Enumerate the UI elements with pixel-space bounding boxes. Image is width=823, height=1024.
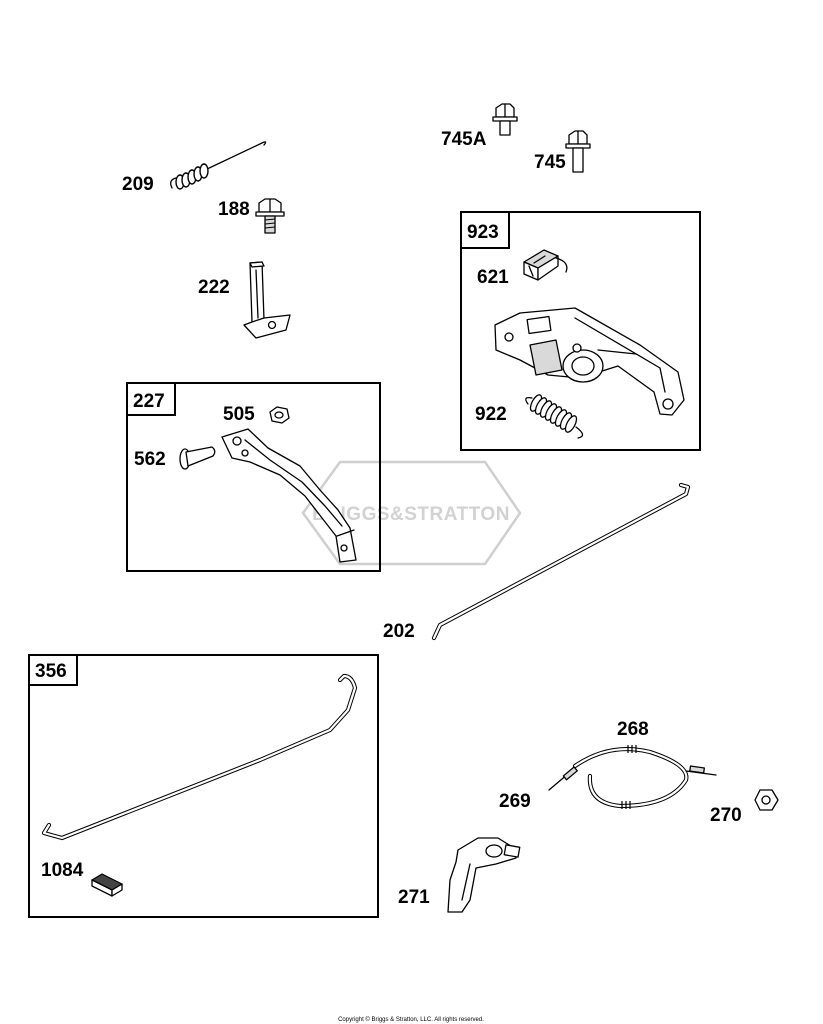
assembly-923-label: 923: [467, 222, 499, 243]
callout-1084: 1084: [41, 860, 84, 881]
part-202-rod[interactable]: [431, 482, 691, 641]
callout-222: 222: [198, 277, 230, 298]
callout-505: 505: [223, 404, 255, 425]
part-562-pin[interactable]: [179, 446, 216, 470]
part-209-spring[interactable]: [170, 141, 267, 190]
assembly-923-frame: [460, 211, 701, 451]
part-188-bolt[interactable]: [255, 198, 285, 234]
part-268-cable[interactable]: [548, 745, 717, 809]
part-745-bolt[interactable]: [565, 130, 591, 173]
part-1084-clip[interactable]: [90, 873, 124, 897]
callout-922: 922: [475, 404, 507, 425]
part-222-bracket[interactable]: [243, 261, 291, 339]
assembly-227-tab: [126, 382, 176, 416]
part-922-spring[interactable]: [525, 393, 584, 439]
part-270-nut[interactable]: [754, 789, 779, 811]
part-621-clip[interactable]: [523, 249, 568, 281]
callout-621: 621: [477, 267, 509, 288]
part-227-lever[interactable]: [221, 428, 357, 563]
part-505-nut[interactable]: [269, 406, 290, 424]
assembly-227-frame: [126, 382, 381, 572]
part-271-bracket[interactable]: [447, 837, 521, 913]
part-governor-control-plate[interactable]: [494, 307, 685, 416]
assembly-356-tab: [28, 654, 78, 686]
assembly-227-label: 227: [133, 391, 165, 412]
brand-watermark: BRIGGS&STRATTON: [301, 460, 522, 566]
assembly-356-frame: [28, 654, 379, 918]
callout-270: 270: [710, 805, 742, 826]
part-745a-bolt[interactable]: [492, 103, 518, 136]
callout-745a: 745A: [441, 129, 487, 150]
callout-188: 188: [218, 199, 250, 220]
callout-271: 271: [398, 887, 430, 908]
part-356-link-rod[interactable]: [41, 673, 358, 841]
callout-269: 269: [499, 791, 531, 812]
callout-745: 745: [534, 152, 566, 173]
copyright-notice: Copyright © Briggs & Stratton, LLC. All …: [338, 1016, 484, 1023]
callout-202: 202: [383, 621, 415, 642]
assembly-923-tab: [460, 211, 510, 249]
watermark-text: BRIGGS&STRATTON: [312, 504, 510, 525]
callout-209: 209: [122, 174, 154, 195]
assembly-356-label: 356: [35, 661, 67, 682]
callout-562: 562: [134, 449, 166, 470]
callout-268: 268: [617, 719, 649, 740]
